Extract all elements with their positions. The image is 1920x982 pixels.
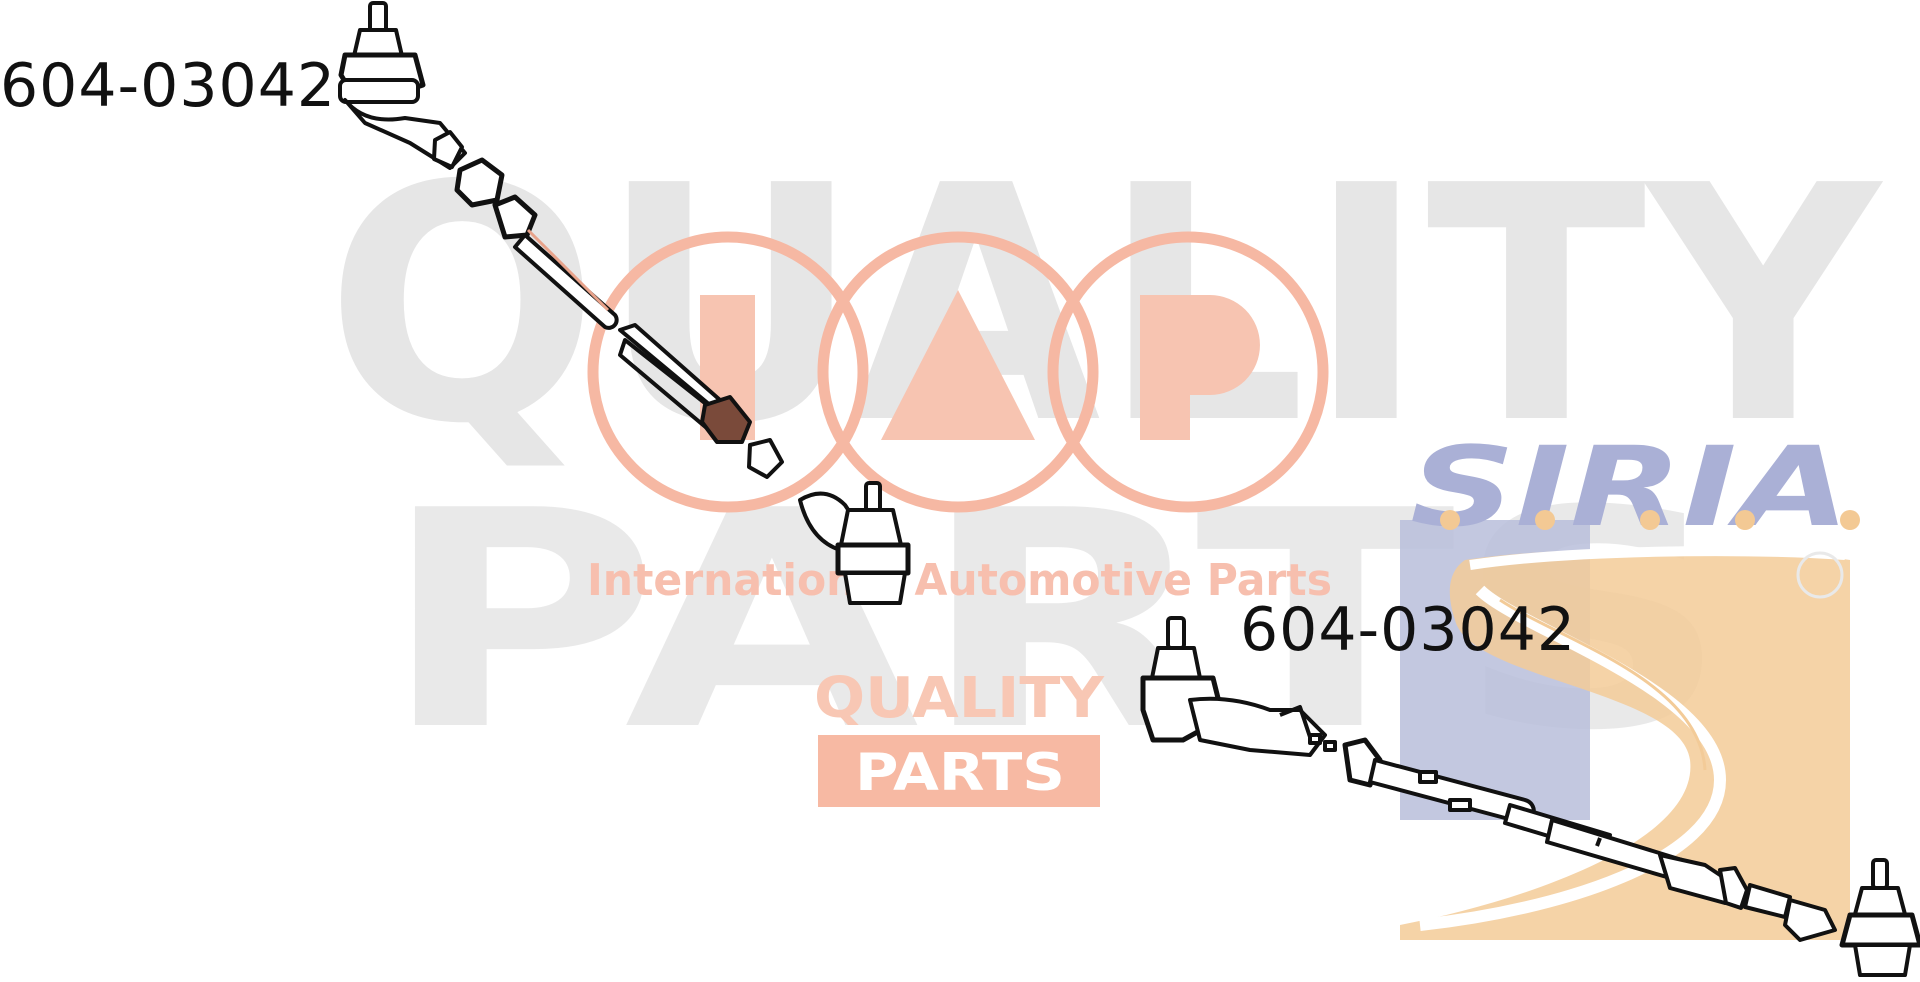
siria-logo: SIRIA: [1400, 423, 1860, 940]
iap-circle-p: [1047, 231, 1329, 513]
iap-circle-i: [587, 231, 869, 513]
ball-joint-icon: [1140, 616, 1920, 977]
badge-parts-text: PARTS: [855, 743, 1065, 803]
watermark-tagline: International Automotive Parts: [587, 555, 1332, 606]
badge-quality-text: QUALITY: [814, 666, 1106, 731]
quality-parts-badge: QUALITY PARTS: [814, 666, 1106, 807]
tie-rod-assembly-icon: [338, 1, 911, 605]
part-number-label: 604-03042: [1240, 595, 1577, 665]
iap-circle-a: [817, 231, 1099, 513]
part-number-label: 604-03042: [0, 51, 337, 121]
siria-logo-text: SIRIA: [1410, 423, 1850, 551]
